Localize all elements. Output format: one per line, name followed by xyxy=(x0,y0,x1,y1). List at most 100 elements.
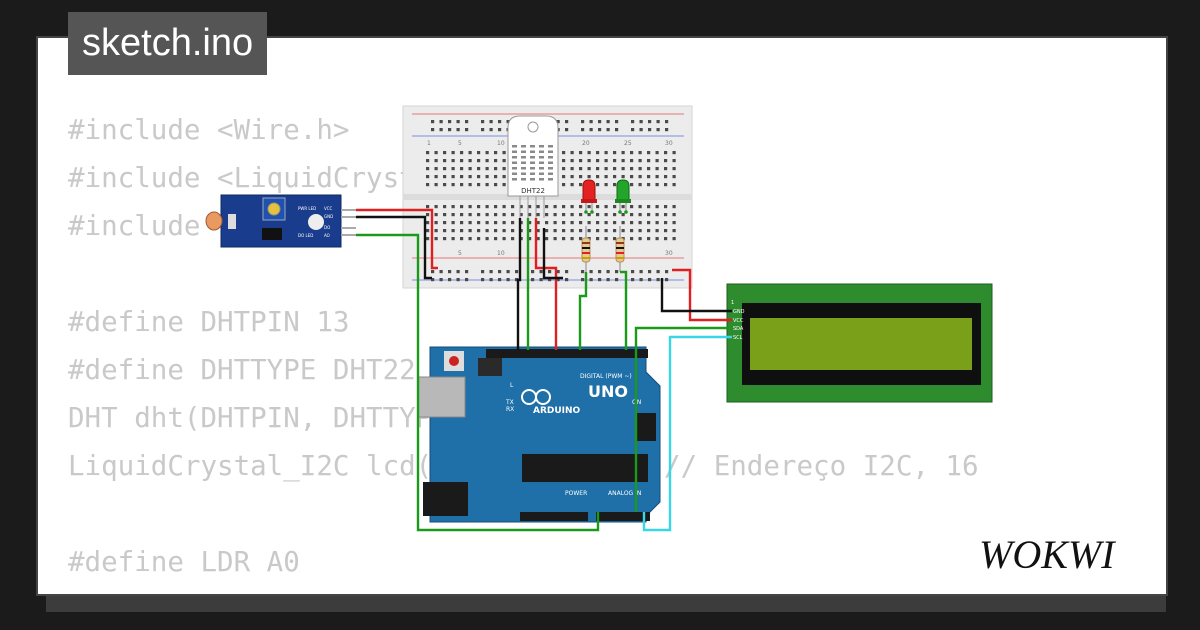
red-led[interactable] xyxy=(581,179,597,214)
bb-hole xyxy=(451,205,455,209)
lcd-display[interactable]: 1 GND VCC SDA SCL xyxy=(726,283,993,403)
bb-hole xyxy=(485,205,489,209)
bb-hole xyxy=(665,270,669,274)
dht-grille-slot xyxy=(530,172,535,175)
resistor-2[interactable] xyxy=(615,226,625,272)
bb-hole xyxy=(426,229,430,233)
arduino-uno[interactable]: DIGITAL (PWM ~) UNO ARDUINO TX RX L ON P… xyxy=(417,346,661,523)
dht-grille-slot xyxy=(530,161,535,164)
wire-dht-gnd[interactable] xyxy=(516,218,522,350)
bb-hole xyxy=(481,128,485,132)
bb-hole xyxy=(587,205,591,209)
bb-hole xyxy=(468,221,472,225)
wire-lcd-scl[interactable] xyxy=(642,335,732,532)
bb-hole xyxy=(477,213,481,217)
lcd-pin-vcc: VCC xyxy=(733,318,744,324)
bb-hole xyxy=(589,120,593,124)
wire-green-led[interactable] xyxy=(620,270,628,350)
bb-hole xyxy=(613,237,617,241)
bb-hole xyxy=(477,183,481,187)
bb-hole xyxy=(613,205,617,209)
dht22-sensor[interactable]: DHT22 xyxy=(507,115,559,218)
bb-hole xyxy=(443,221,447,225)
dht-grille-slot xyxy=(521,145,526,148)
dht-grille-slot xyxy=(548,150,553,153)
bb-hole xyxy=(477,237,481,241)
bb-hole xyxy=(468,237,472,241)
wire-dht-gnd-rail[interactable] xyxy=(542,228,563,280)
bb-hole xyxy=(655,151,659,155)
dht-grille-slot xyxy=(521,167,526,170)
bb-hole xyxy=(638,205,642,209)
wokwi-logo[interactable]: WOKWI xyxy=(975,522,1155,580)
bb-hole xyxy=(465,120,469,124)
code-line: #define DHTTYPE DHT22 xyxy=(68,354,416,386)
bb-hole xyxy=(672,167,676,171)
bb-hole xyxy=(536,213,540,217)
bb-hole xyxy=(639,128,643,132)
bb-hole xyxy=(664,167,668,171)
dht-grille-slot xyxy=(512,178,517,181)
bb-hole xyxy=(456,120,460,124)
bb-hole xyxy=(647,175,651,179)
wire-red-led[interactable] xyxy=(578,272,588,350)
bb-hole xyxy=(672,159,676,163)
bb-hole xyxy=(596,237,600,241)
ldr-module[interactable]: PWR LED DO LED VCC GND DO AO xyxy=(205,194,356,248)
bb-hole xyxy=(460,205,464,209)
wire-dht-vcc[interactable] xyxy=(534,218,558,350)
bb-hole xyxy=(631,128,635,132)
bb-hole xyxy=(613,229,617,233)
bb-hole xyxy=(439,270,443,274)
bb-hole xyxy=(465,270,469,274)
bb-hole xyxy=(443,205,447,209)
bb-hole xyxy=(511,237,515,241)
bb-hole xyxy=(460,229,464,233)
bb-hole xyxy=(426,175,430,179)
bb-hole xyxy=(451,183,455,187)
bb-hole xyxy=(579,221,583,225)
green-led[interactable] xyxy=(615,179,631,214)
bb-hole xyxy=(545,213,549,217)
bb-hole xyxy=(556,278,560,282)
bb-hole xyxy=(570,175,574,179)
bb-hole xyxy=(672,237,676,241)
bb-hole xyxy=(553,229,557,233)
file-name-badge[interactable]: sketch.ino xyxy=(68,12,268,75)
bb-hole xyxy=(434,167,438,171)
bb-hole xyxy=(536,205,540,209)
dht-grille-slot xyxy=(512,145,517,148)
bb-hole xyxy=(630,205,634,209)
bb-hole xyxy=(604,237,608,241)
bb-hole xyxy=(485,237,489,241)
wire-lcd-vcc[interactable] xyxy=(672,268,732,322)
bb-hole xyxy=(596,151,600,155)
bb-hole xyxy=(468,151,472,155)
bb-hole xyxy=(562,205,566,209)
wire-lcd-gnd[interactable] xyxy=(660,278,732,313)
bb-hole xyxy=(502,159,506,163)
bb-hole xyxy=(615,128,619,132)
bb-hole xyxy=(570,159,574,163)
bb-hole xyxy=(570,213,574,217)
bb-hole xyxy=(647,151,651,155)
bb-hole xyxy=(460,183,464,187)
bb-hole xyxy=(502,183,506,187)
bb-hole xyxy=(477,221,481,225)
bb-hole xyxy=(494,159,498,163)
resistor-1[interactable] xyxy=(581,226,591,272)
ldr-pin-gnd: GND xyxy=(324,214,333,219)
bb-hole xyxy=(621,205,625,209)
wire-ldr-ao[interactable] xyxy=(356,233,600,532)
wire-ldr-vcc[interactable] xyxy=(356,208,438,270)
bb-hole xyxy=(655,229,659,233)
bb-hole xyxy=(638,183,642,187)
bb-hole xyxy=(443,175,447,179)
bb-hole xyxy=(655,183,659,187)
wire-lcd-sda[interactable] xyxy=(634,326,732,512)
bb-hole xyxy=(664,159,668,163)
bb-hole xyxy=(477,205,481,209)
bb-hole xyxy=(434,221,438,225)
bb-hole xyxy=(621,213,625,217)
wire-ldr-gnd[interactable] xyxy=(356,215,432,280)
